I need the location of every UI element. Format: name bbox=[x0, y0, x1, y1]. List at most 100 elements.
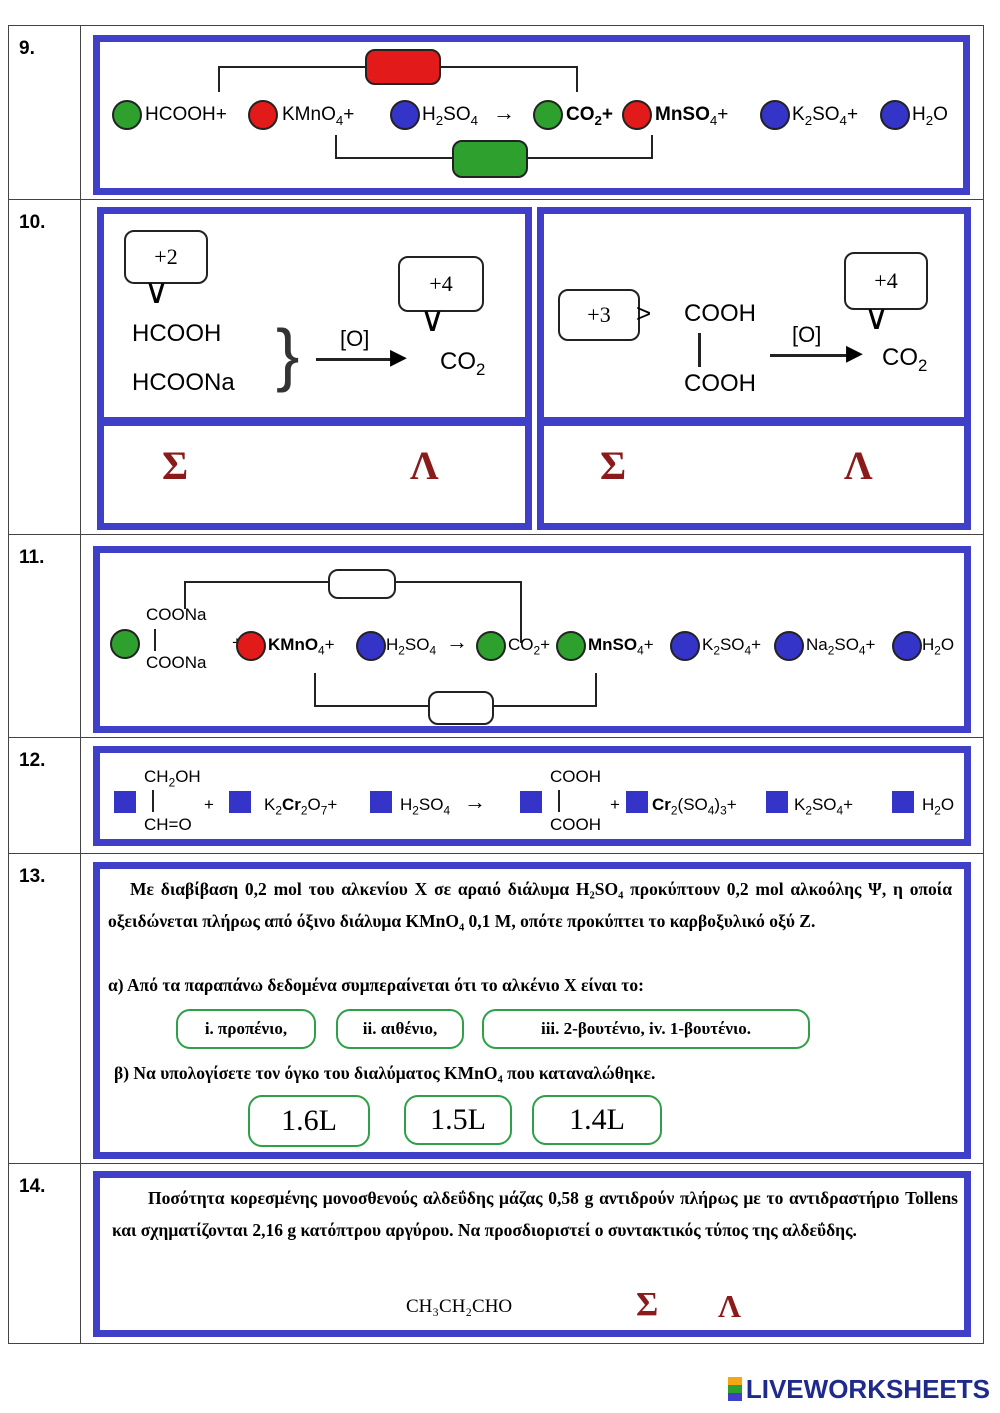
bubble-tail: ∨ bbox=[420, 301, 445, 339]
formula: CH2OH bbox=[144, 767, 201, 790]
option-b-3[interactable]: 1.4L bbox=[532, 1095, 662, 1145]
coefficient-dot[interactable] bbox=[774, 631, 804, 661]
coefficient-dot[interactable] bbox=[248, 100, 278, 130]
formula: COOH bbox=[684, 300, 756, 327]
coefficient-dot[interactable] bbox=[112, 100, 142, 130]
question-number: 14. bbox=[9, 1164, 81, 1343]
plus-sign: + bbox=[610, 795, 620, 814]
question-number: 10. bbox=[9, 200, 81, 534]
oxidation-number-bubble: +4 bbox=[844, 252, 928, 310]
brace: } bbox=[276, 315, 300, 393]
formula: HCOOH+ bbox=[145, 104, 227, 125]
product-formula: CO2 bbox=[882, 344, 928, 375]
arrow-head: ▶ bbox=[846, 340, 863, 365]
question-10a-frame: +2 ∨ HCOOH HCOONa } [O] ▶ +4 ∨ CO2 Σ Λ bbox=[97, 207, 532, 530]
coefficient-dot[interactable] bbox=[356, 631, 386, 661]
formula: CO2+ bbox=[508, 635, 551, 658]
question-14-frame: Ποσότητα κορεσμένης μονοσθενούς αλδεΰδης… bbox=[93, 1171, 971, 1337]
question-11-frame: COONa COONa + KMnO4+ H2SO4 → CO2+ MnSO4+… bbox=[93, 546, 971, 733]
plus-sign: + bbox=[204, 795, 214, 814]
product-formula: CO2 bbox=[440, 348, 486, 379]
coefficient-dot[interactable] bbox=[556, 631, 586, 661]
question-number: 9. bbox=[9, 26, 81, 199]
formula: KMnO4+ bbox=[282, 104, 355, 128]
formula: H2O bbox=[912, 104, 948, 128]
question-number: 13. bbox=[9, 854, 81, 1163]
formula: K2SO4+ bbox=[794, 795, 854, 818]
problem-text: Ποσότητα κορεσμένης μονοσθενούς αλδεΰδης… bbox=[112, 1188, 958, 1240]
reaction-arrow: → bbox=[446, 629, 468, 654]
coefficient-box[interactable] bbox=[766, 791, 788, 813]
bubble-tail: ∨ bbox=[144, 273, 169, 311]
sigma-option[interactable]: Σ bbox=[600, 443, 627, 488]
oxidant-label: [O] bbox=[792, 322, 822, 347]
coefficient-dot[interactable] bbox=[533, 100, 563, 130]
formula: H2O bbox=[922, 795, 955, 818]
formula: K2Cr2O7+ bbox=[264, 795, 338, 818]
coefficient-box[interactable] bbox=[229, 791, 251, 813]
coefficient-dot[interactable] bbox=[390, 100, 420, 130]
answer-slot-red[interactable] bbox=[365, 49, 441, 85]
coefficient-dot[interactable] bbox=[476, 631, 506, 661]
coefficient-box[interactable] bbox=[370, 791, 392, 813]
formula: K2SO4+ bbox=[792, 104, 859, 128]
coefficient-box[interactable] bbox=[114, 791, 136, 813]
option-b-2[interactable]: 1.5L bbox=[404, 1095, 512, 1145]
question-14-row: 14. Ποσότητα κορεσμένης μονοσθενούς αλδε… bbox=[8, 1163, 984, 1344]
formula: H2SO4 bbox=[400, 795, 451, 818]
formula: KMnO4+ bbox=[268, 635, 335, 658]
answer-slot[interactable] bbox=[428, 691, 494, 725]
coefficient-dot[interactable] bbox=[236, 631, 266, 661]
formula: Cr2(SO4)3+ bbox=[652, 795, 737, 818]
coefficient-box[interactable] bbox=[892, 791, 914, 813]
formula: MnSO4+ bbox=[588, 635, 654, 658]
question-9-frame: HCOOH+ KMnO4+ H2SO4 → CO2+ MnSO4+ K2SO4+… bbox=[93, 35, 970, 195]
coefficient-dot[interactable] bbox=[110, 629, 140, 659]
problem-text: Με διαβίβαση 0,2 mol του αλκενίου Χ σε α… bbox=[108, 879, 952, 931]
question-13-frame: Με διαβίβαση 0,2 mol του αλκενίου Χ σε α… bbox=[93, 862, 971, 1159]
question-12-frame: CH2OH CH=O + K2Cr2O7+ H2SO4 → COOH COOH … bbox=[93, 746, 971, 846]
option-b-1[interactable]: 1.6L bbox=[248, 1095, 370, 1147]
reaction-arrow: → bbox=[493, 100, 515, 125]
question-a: α) Από τα παραπάνω δεδομένα συμπεραίνετα… bbox=[108, 975, 644, 995]
question-9-row: 9. HCOOH+ KMnO4+ H2SO4 → CO2+ MnSO4+ K2S… bbox=[8, 25, 984, 200]
arrow-head: ▶ bbox=[390, 344, 407, 369]
question-number: 11. bbox=[9, 535, 81, 737]
formula: K2SO4+ bbox=[702, 635, 762, 658]
sigma-option[interactable]: Σ bbox=[162, 443, 189, 488]
lambda-option[interactable]: Λ bbox=[410, 443, 439, 488]
coefficient-dot[interactable] bbox=[892, 631, 922, 661]
lambda-option[interactable]: Λ bbox=[718, 1288, 741, 1324]
option-a-ii[interactable]: ii. αιθένιο, bbox=[336, 1009, 464, 1049]
oxidant-label: [O] bbox=[340, 326, 370, 351]
formula: Na2SO4+ bbox=[806, 635, 876, 658]
oxidation-number-bubble: +4 bbox=[398, 256, 484, 312]
formula: COOH bbox=[550, 767, 601, 786]
formula: HCOONa bbox=[132, 369, 235, 396]
oxidation-number-bubble: +2 bbox=[124, 230, 208, 284]
coefficient-box[interactable] bbox=[626, 791, 648, 813]
coefficient-dot[interactable] bbox=[760, 100, 790, 130]
coefficient-dot[interactable] bbox=[670, 631, 700, 661]
question-b: β) Να υπολογίσετε τον όγκο του διαλύματο… bbox=[114, 1063, 656, 1083]
formula: H2SO4 bbox=[386, 635, 437, 658]
question-12-row: 12. CH2OH CH=O + K2Cr2O7+ H2SO4 → COOH C… bbox=[8, 737, 984, 854]
formula: CO2+ bbox=[566, 104, 614, 128]
formula: COONa bbox=[146, 653, 207, 672]
question-13-row: 13. Με διαβίβαση 0,2 mol του αλκενίου Χ … bbox=[8, 853, 984, 1164]
logo-icon bbox=[727, 1377, 742, 1401]
coefficient-box[interactable] bbox=[520, 791, 542, 813]
question-10-row: 10. +2 ∨ HCOOH HCOONa } [O] ▶ +4 ∨ CO2 Σ… bbox=[8, 199, 984, 535]
oxidation-number-bubble: +3 bbox=[558, 289, 640, 341]
option-a-iii-iv[interactable]: iii. 2-βουτένιο, iv. 1-βουτένιο. bbox=[482, 1009, 810, 1049]
coefficient-dot[interactable] bbox=[880, 100, 910, 130]
answer-slot-green[interactable] bbox=[452, 140, 528, 178]
option-a-i[interactable]: i. προπένιο, bbox=[176, 1009, 316, 1049]
question-number: 12. bbox=[9, 738, 81, 853]
sigma-option[interactable]: Σ bbox=[636, 1286, 659, 1323]
brand-logo: LIVEWORKSHEETS bbox=[727, 1374, 990, 1405]
lambda-option[interactable]: Λ bbox=[844, 443, 873, 488]
formula: H2O bbox=[922, 635, 955, 658]
answer-slot[interactable] bbox=[328, 569, 396, 599]
coefficient-dot[interactable] bbox=[622, 100, 652, 130]
